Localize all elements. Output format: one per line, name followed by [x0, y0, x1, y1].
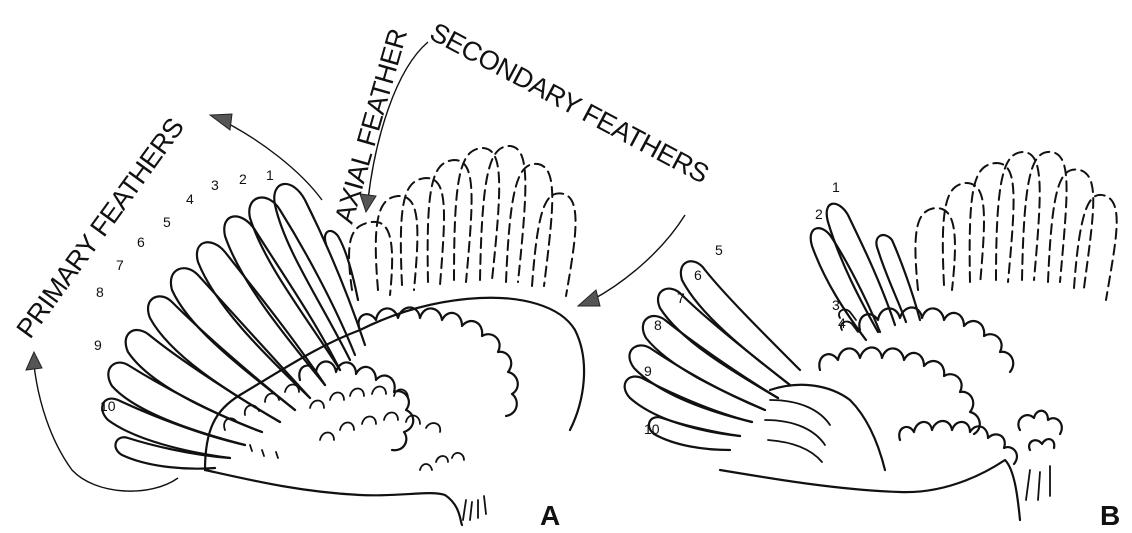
num-a-6: 6	[137, 234, 145, 250]
axial-feather-a	[325, 231, 358, 300]
num-b-4: 4	[838, 315, 846, 331]
secondary-arrowhead	[578, 290, 600, 306]
num-b-9: 9	[644, 363, 652, 379]
num-a-1: 1	[266, 167, 274, 183]
coverts-b	[720, 308, 1062, 521]
primary-arrow-down	[34, 365, 178, 491]
num-b-1: 1	[832, 179, 840, 195]
feather-numbers-b: 1 2 3 4 5 6 7 8 9 10	[644, 179, 846, 437]
num-a-3: 3	[211, 177, 219, 193]
num-a-5: 5	[163, 214, 171, 230]
secondary-arrow	[592, 215, 685, 300]
num-a-8: 8	[96, 284, 104, 300]
num-b-8: 8	[654, 317, 662, 333]
num-a-4: 4	[186, 191, 194, 207]
num-b-5: 5	[715, 242, 723, 258]
num-b-2: 2	[815, 206, 823, 222]
num-a-10: 10	[100, 398, 116, 414]
primary-arrowhead-down	[26, 352, 42, 370]
wing-b	[625, 152, 1117, 520]
num-a-7: 7	[116, 257, 124, 273]
panel-label-a: A	[540, 500, 560, 531]
primary-feathers-a	[102, 184, 365, 469]
panel-label-b: B	[1100, 500, 1120, 531]
num-b-6: 6	[694, 267, 702, 283]
secondary-feathers-label: SECONDARY FEATHERS	[425, 17, 713, 189]
primary-feathers-b	[625, 204, 920, 450]
num-b-3: 3	[832, 297, 840, 313]
secondary-outlines-b	[915, 152, 1116, 300]
secondary-outlines-a	[349, 146, 576, 296]
num-b-10: 10	[644, 421, 660, 437]
num-a-9: 9	[94, 337, 102, 353]
primary-arrowhead-up	[210, 114, 232, 130]
num-a-2: 2	[239, 171, 247, 187]
num-b-7: 7	[677, 290, 685, 306]
primary-arrow-up	[225, 122, 322, 200]
